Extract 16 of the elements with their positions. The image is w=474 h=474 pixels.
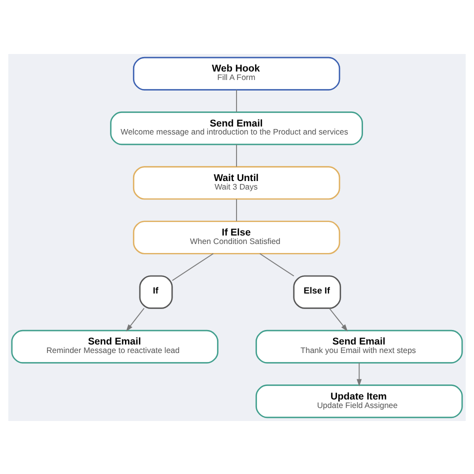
node-box: Web Hook Fill A Form bbox=[132, 56, 340, 90]
node-box: Send Email Reminder Message to reactivate lead bbox=[11, 329, 218, 363]
connector bbox=[259, 252, 294, 276]
arrow bbox=[126, 307, 145, 331]
arrow bbox=[356, 362, 362, 386]
node-box: Send Email Thank you Email with next steps bbox=[256, 329, 463, 363]
node-box: If Else When Condition Satisfied bbox=[132, 220, 340, 254]
arrow bbox=[328, 307, 348, 331]
connector bbox=[236, 88, 237, 112]
connector bbox=[172, 252, 214, 280]
connector bbox=[236, 144, 237, 167]
connector bbox=[236, 198, 237, 222]
node-box: Else If bbox=[293, 274, 342, 308]
node-box: Send Email Welcome message and introduction to the Product and services bbox=[110, 111, 363, 145]
node-box: Update Item Update Field Assignee bbox=[256, 384, 463, 418]
node-box: Wait Until Wait 3 Days bbox=[132, 166, 340, 200]
